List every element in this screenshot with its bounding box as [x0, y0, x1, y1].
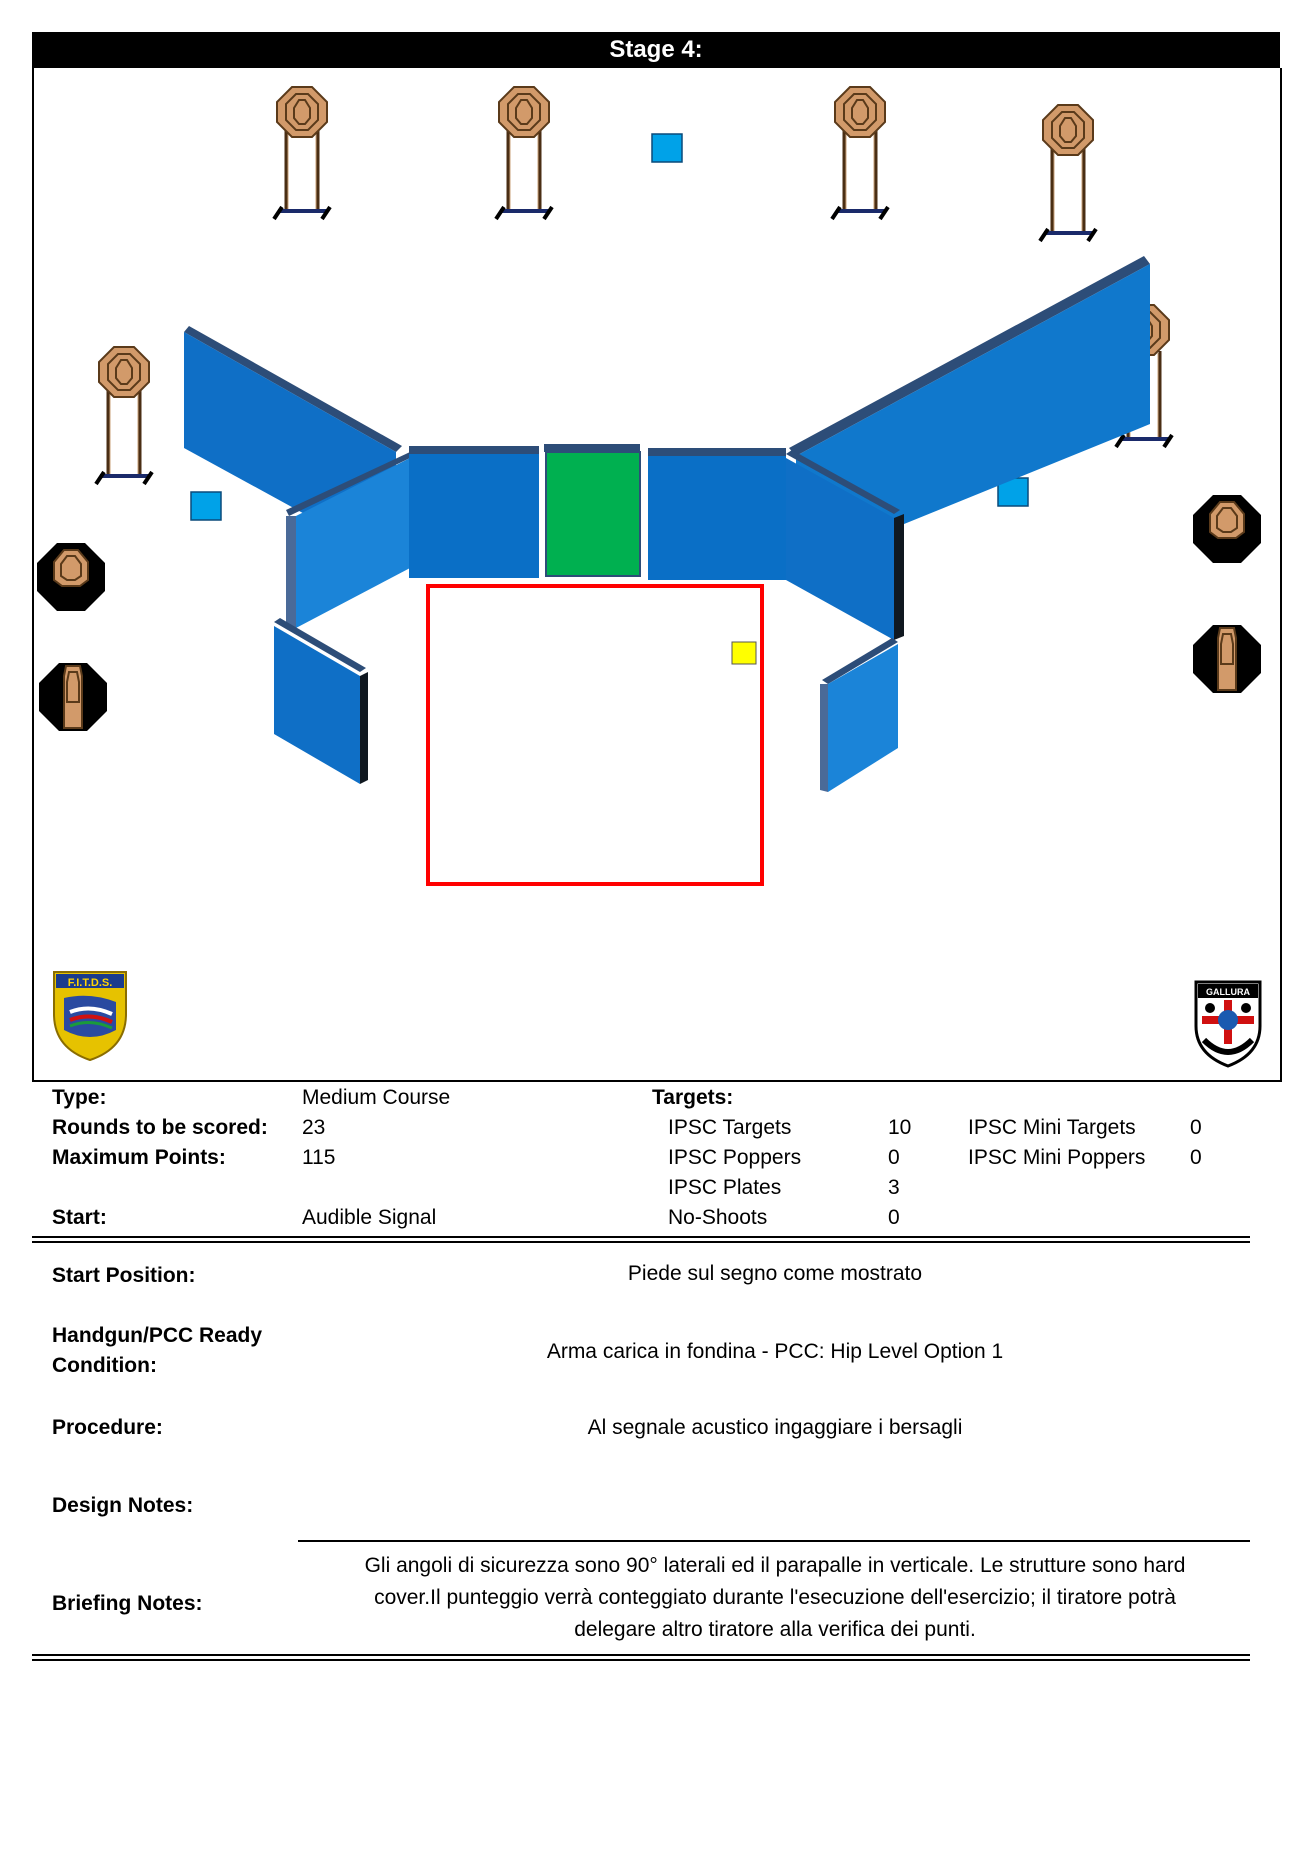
- mini-targets-value: 0: [1190, 1116, 1202, 1139]
- ipsc-plates-label: IPSC Plates: [668, 1176, 782, 1199]
- wall-center-left: [409, 446, 539, 578]
- stage-title: Stage 4:: [32, 32, 1280, 68]
- fitds-logo-text: F.I.T.D.S.: [68, 977, 113, 989]
- bottom-divider: [32, 1659, 1250, 1661]
- wall-center-right: [648, 448, 786, 580]
- start-position-mark: [731, 641, 757, 665]
- ipsc-plates-value: 3: [888, 1176, 900, 1199]
- door-green: [544, 444, 641, 577]
- wall-left-inner: [286, 452, 410, 628]
- rounds-value: 23: [302, 1116, 326, 1139]
- target-upper-3: [832, 86, 888, 219]
- mini-poppers-label: IPSC Mini Poppers: [968, 1146, 1146, 1169]
- design-notes-divider: [298, 1540, 1250, 1542]
- rounds-label: Rounds to be scored:: [52, 1116, 268, 1139]
- gallura-logo: GALLURA: [1194, 980, 1262, 1068]
- mini-targets-label: IPSC Mini Targets: [968, 1116, 1136, 1139]
- target-upper-4: [1040, 104, 1096, 241]
- ready-condition-label-1: Handgun/PCC Ready: [52, 1324, 263, 1347]
- points-label: Maximum Points:: [52, 1146, 226, 1169]
- target-noshoot-right-2: [1192, 624, 1262, 694]
- target-noshoot-left-1: [36, 542, 106, 612]
- start-value: Audible Signal: [302, 1206, 437, 1229]
- target-noshoot-left-2: [38, 662, 108, 732]
- section-divider: [32, 1236, 1250, 1238]
- target-upper-1: [274, 86, 330, 219]
- wall-front-right: [820, 638, 898, 792]
- steel-plate-left: [190, 491, 222, 521]
- target-left-stand: [96, 346, 152, 484]
- briefing-notes-line-3: delegare altro tiratore alla verifica de…: [574, 1618, 976, 1641]
- start-position-label: Start Position:: [52, 1264, 196, 1287]
- ready-condition-label-2: Condition:: [52, 1354, 157, 1377]
- gallura-logo-text: GALLURA: [1206, 987, 1250, 997]
- target-upper-2: [496, 86, 552, 219]
- briefing-notes-line-2: cover.Il punteggio verrà conteggiato dur…: [374, 1586, 1176, 1609]
- wall-right-diagonal: [789, 256, 1150, 568]
- ipsc-poppers-value: 0: [888, 1146, 900, 1169]
- ipsc-targets-label: IPSC Targets: [668, 1116, 792, 1139]
- start-position-value: Piede sul segno come mostrato: [627, 1262, 923, 1285]
- bottom-divider: [32, 1654, 1250, 1656]
- section-divider: [32, 1241, 1250, 1243]
- type-label: Type:: [52, 1086, 107, 1109]
- no-shoots-value: 0: [888, 1206, 900, 1229]
- stage-diagram: F.I.T.D.S. GALLURA: [32, 68, 1282, 1082]
- stage-diagram-svg: F.I.T.D.S. GALLURA: [36, 86, 1262, 1068]
- wall-right-inner: [786, 450, 904, 640]
- fitds-logo: F.I.T.D.S.: [53, 971, 127, 1062]
- no-shoots-label: No-Shoots: [668, 1206, 768, 1229]
- target-noshoot-right-1: [1192, 494, 1262, 564]
- design-notes-label: Design Notes:: [52, 1494, 194, 1517]
- ready-condition-value: Arma carica in fondina - PCC: Hip Level …: [546, 1340, 1004, 1363]
- wall-front-left: [274, 618, 368, 784]
- type-value: Medium Course: [302, 1086, 451, 1109]
- briefing-notes-line-1: Gli angoli di sicurezza sono 90° lateral…: [364, 1554, 1186, 1577]
- ipsc-poppers-label: IPSC Poppers: [668, 1146, 802, 1169]
- mini-poppers-value: 0: [1190, 1146, 1202, 1169]
- points-value: 115: [302, 1146, 336, 1169]
- procedure-value: Al segnale acustico ingaggiare i bersagl…: [587, 1416, 963, 1439]
- targets-heading: Targets:: [652, 1086, 734, 1109]
- start-label: Start:: [52, 1206, 107, 1229]
- briefing-notes-label: Briefing Notes:: [52, 1592, 203, 1615]
- shooting-area: [426, 584, 764, 886]
- steel-plate-top: [651, 133, 683, 163]
- ipsc-targets-value: 10: [888, 1116, 912, 1139]
- procedure-label: Procedure:: [52, 1416, 163, 1439]
